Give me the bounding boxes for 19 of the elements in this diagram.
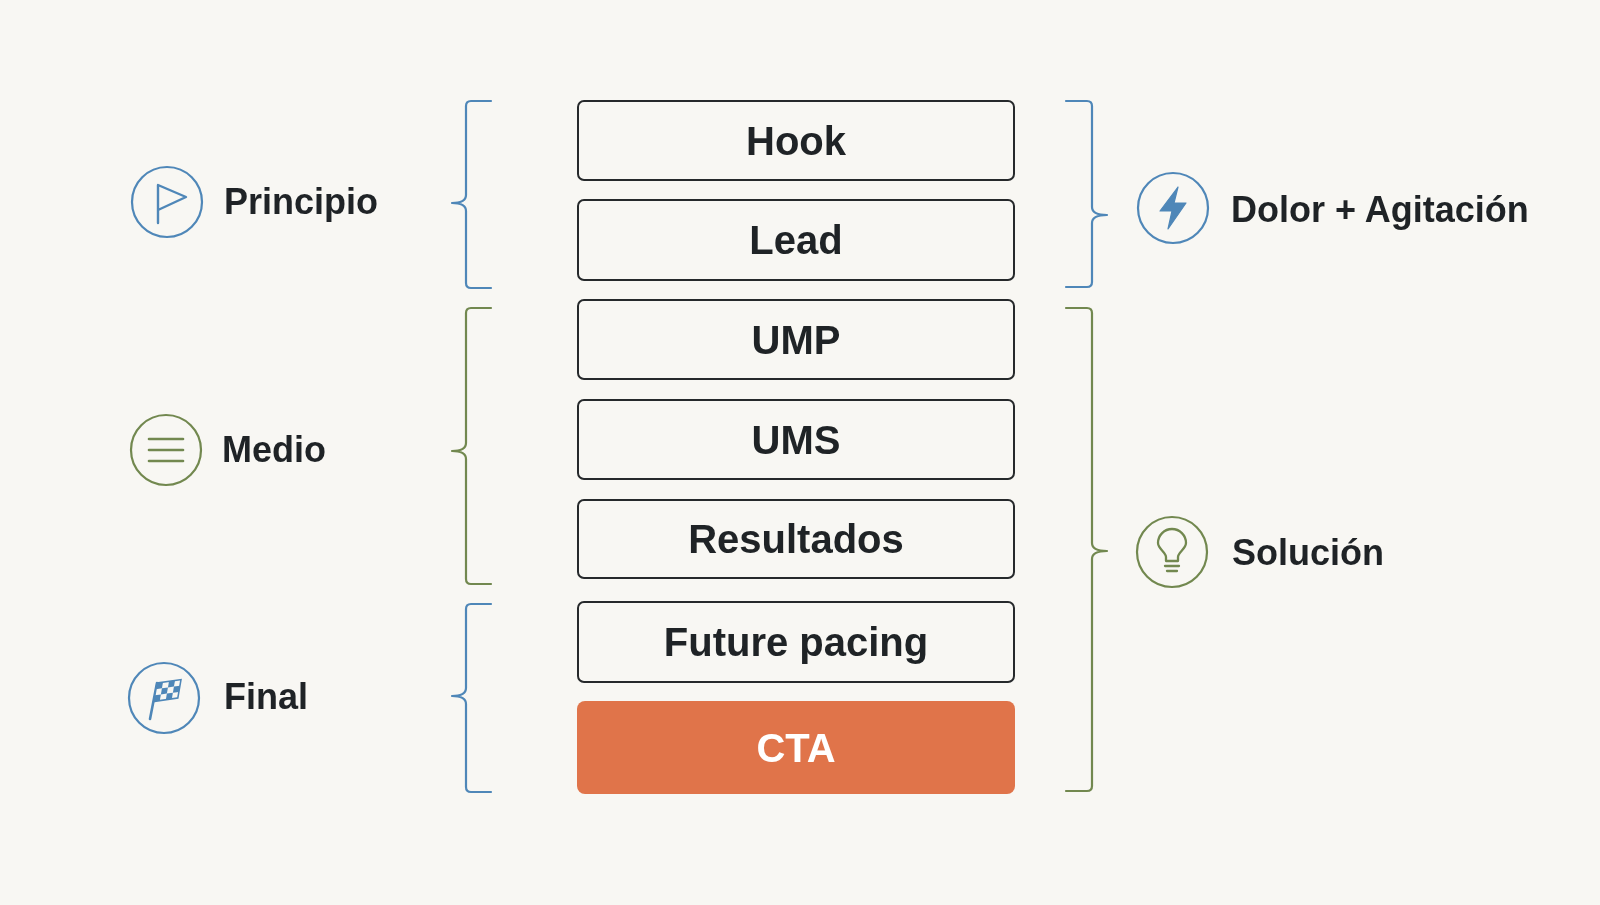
step-label: Future pacing <box>663 620 929 664</box>
step-box <box>577 601 1015 683</box>
step-label: Hook <box>746 118 846 163</box>
step-label: UMS <box>751 417 841 462</box>
section-label: Medio <box>222 429 326 471</box>
section-label: Principio <box>224 181 379 223</box>
step-box <box>577 199 1015 281</box>
section-label: Dolor + Agitación <box>1231 189 1529 231</box>
step-box <box>577 499 1015 579</box>
step-box <box>577 399 1015 480</box>
step-label: UMP <box>751 317 841 362</box>
step-box <box>577 100 1015 181</box>
section-label: Solución <box>1232 532 1384 574</box>
step-label: Resultados <box>688 517 904 561</box>
highlighted-step-box <box>577 701 1015 794</box>
step-label: Lead <box>749 218 843 262</box>
section-label: Final <box>224 676 308 718</box>
step-box <box>577 299 1015 380</box>
step-label: CTA <box>756 725 836 770</box>
